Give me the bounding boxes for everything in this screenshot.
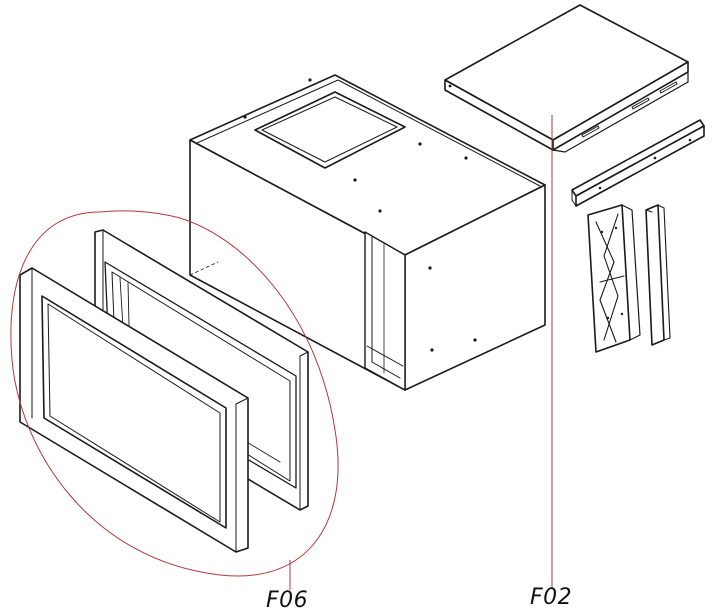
front-trim-frame-part xyxy=(19,267,249,553)
mounting-rail-part xyxy=(571,119,705,207)
side-bracket-part xyxy=(587,204,641,353)
wood-strip-part xyxy=(645,204,671,346)
f06-enclosure-ellipse xyxy=(10,210,339,577)
top-cover-panel-part xyxy=(444,4,689,153)
oven-body xyxy=(189,74,546,391)
callout-label-f02: F02 xyxy=(530,585,573,610)
callout-label-f06: F06 xyxy=(266,588,309,613)
